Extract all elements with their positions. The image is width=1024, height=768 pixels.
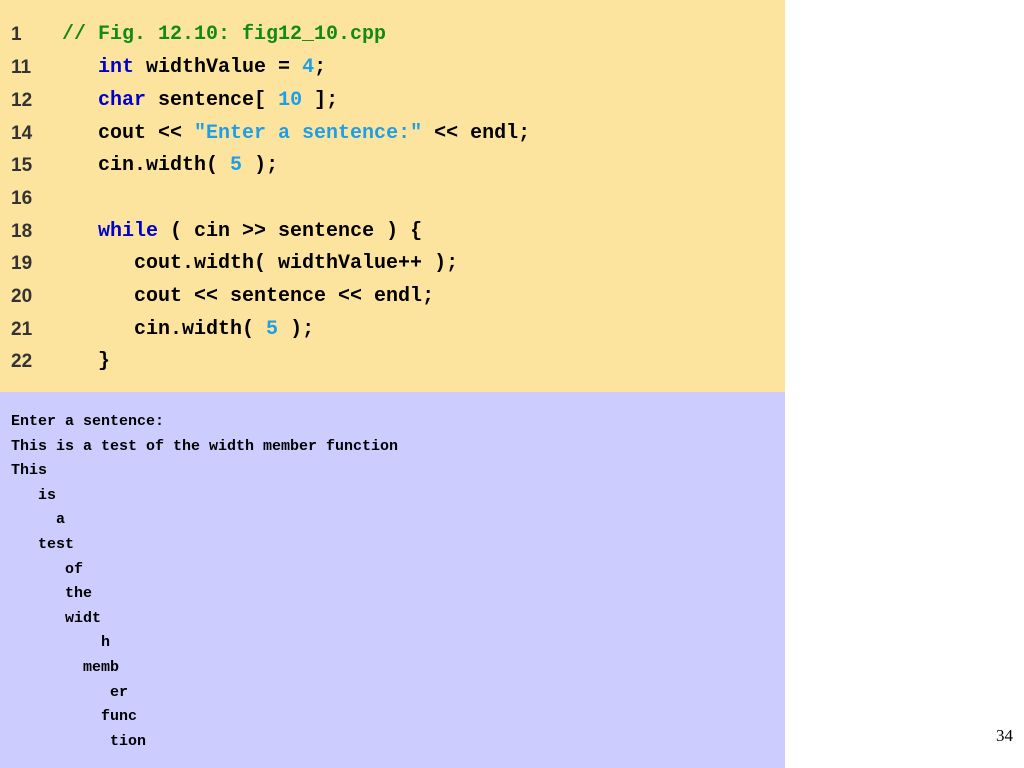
output-line: memb	[11, 659, 120, 676]
code-token-plain: cout << sentence << endl;	[134, 285, 435, 308]
code-token-plain: cin.width(	[98, 154, 231, 177]
code-line: 18 while ( cin >> sentence ) {	[0, 220, 785, 253]
code-token-plain: cin.width(	[134, 318, 267, 341]
code-token-number: 5	[230, 154, 243, 177]
page-number: 34	[996, 726, 1013, 745]
line-number: 1	[11, 24, 22, 45]
code-indent	[62, 318, 134, 341]
code-line: 11 int widthValue = 4;	[0, 56, 785, 89]
code-indent	[62, 154, 98, 177]
code-text: }	[62, 350, 110, 374]
code-text: char sentence[ 10 ];	[62, 89, 338, 113]
output-line: widt	[11, 609, 102, 627]
output-line: test	[11, 536, 75, 553]
code-line: 1 // Fig. 12.10: fig12_10.cpp	[0, 23, 785, 56]
code-token-keyword: while	[98, 220, 159, 243]
output-line: h	[11, 634, 111, 652]
code-line: 12 char sentence[ 10 ];	[0, 89, 785, 122]
code-line: 22 }	[0, 350, 785, 383]
code-indent	[62, 350, 98, 373]
code-token-keyword: char	[98, 89, 147, 112]
code-text: // Fig. 12.10: fig12_10.cpp	[62, 23, 386, 47]
code-indent	[62, 252, 134, 275]
code-token-plain: widthValue =	[134, 56, 303, 79]
code-indent	[62, 89, 98, 112]
line-number: 20	[11, 286, 33, 307]
code-line: 14 cout << "Enter a sentence:" << endl;	[0, 122, 785, 155]
output-line: Enter a sentence:	[11, 413, 165, 430]
line-number: 16	[11, 188, 33, 209]
code-line: 21 cin.width( 5 );	[0, 318, 785, 351]
code-line: 15 cin.width( 5 );	[0, 154, 785, 187]
code-text: cout << sentence << endl;	[62, 285, 434, 309]
code-token-plain: );	[242, 154, 279, 177]
output-line: of	[11, 560, 84, 578]
code-token-plain: }	[98, 350, 111, 373]
output-line: er	[11, 683, 129, 701]
line-number: 11	[11, 57, 32, 78]
code-indent	[62, 56, 98, 79]
line-number: 12	[11, 90, 33, 111]
output-line: is	[11, 486, 57, 504]
code-token-keyword: int	[98, 56, 135, 79]
code-text: cout << "Enter a sentence:" << endl;	[62, 122, 530, 146]
code-token-plain: ( cin >> sentence ) {	[158, 220, 423, 243]
output-line: tion	[11, 732, 147, 750]
output-line: This is a test of the width member funct…	[11, 437, 399, 455]
line-number: 18	[11, 221, 33, 242]
code-token-string: "Enter a sentence:"	[194, 122, 423, 145]
code-token-number: 4	[302, 56, 315, 79]
code-line: 19 cout.width( widthValue++ );	[0, 252, 785, 285]
line-number: 19	[11, 253, 33, 274]
code-line: 16	[0, 187, 785, 220]
code-token-number: 5	[266, 318, 279, 341]
line-number: 14	[11, 123, 33, 144]
code-indent	[62, 220, 98, 243]
line-number: 15	[11, 155, 33, 176]
line-number: 22	[11, 351, 33, 372]
code-indent	[62, 285, 134, 308]
output-line: func	[11, 708, 138, 726]
code-token-number: 10	[278, 89, 303, 112]
code-line: 20 cout << sentence << endl;	[0, 285, 785, 318]
code-token-plain: );	[278, 318, 315, 341]
code-token-plain: cout.width( widthValue++ );	[134, 252, 459, 275]
code-token-plain: << endl;	[422, 122, 531, 145]
output-line: This	[11, 462, 48, 480]
code-text: cin.width( 5 );	[62, 154, 278, 178]
code-text: while ( cin >> sentence ) {	[62, 220, 422, 244]
code-token-comment: // Fig. 12.10: fig12_10.cpp	[62, 23, 387, 46]
code-text: cout.width( widthValue++ );	[62, 252, 458, 276]
code-indent	[62, 122, 98, 145]
output-line: the	[11, 585, 93, 603]
code-token-plain: ;	[314, 56, 327, 79]
code-text: cin.width( 5 );	[62, 318, 314, 342]
program-output-panel: Enter a sentence: This is a test of the w…	[0, 392, 785, 768]
code-text: int widthValue = 4;	[62, 56, 326, 80]
line-number: 21	[11, 319, 33, 340]
code-token-plain: ];	[302, 89, 339, 112]
output-line: a	[11, 511, 66, 529]
code-token-plain: sentence[	[146, 89, 279, 112]
code-token-plain: cout <<	[98, 122, 195, 145]
code-listing-panel: 1 // Fig. 12.10: fig12_10.cpp 11 int width…	[0, 0, 785, 392]
